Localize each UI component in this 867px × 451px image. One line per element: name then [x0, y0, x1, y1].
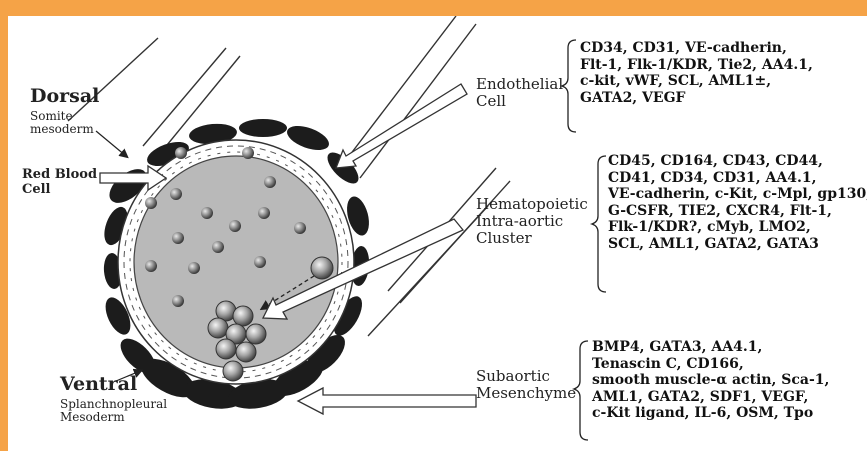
endothelial-cell-line: Cell [476, 93, 563, 110]
somite-mesoderm-label: Somite mesoderm [30, 110, 94, 137]
marker-line: GATA2, VEGF [580, 90, 813, 107]
red-blood-cell-label: Red Blood Cell [22, 168, 97, 197]
hematopoietic-cluster-line: Intra-aortic [476, 213, 588, 230]
hematopoietic-cluster-label: Hematopoietic Intra-aortic Cluster [476, 196, 588, 246]
red-blood-cell-line: Red Blood [22, 168, 97, 183]
ventral-label: Ventral [60, 374, 137, 395]
dorsal-label: Dorsal [30, 86, 99, 107]
marker-line: c-Kit ligand, IL-6, OSM, Tpo [592, 405, 829, 422]
mesenchyme-arrow [298, 388, 476, 414]
splanchnopleural-mesoderm-line: Mesoderm [60, 411, 167, 424]
subaortic-mesenchyme-line: Subaortic [476, 368, 576, 385]
marker-line: CD34, CD31, VE-cadherin, [580, 40, 813, 57]
subaortic-mesenchyme-label: Subaortic Mesenchyme [476, 368, 576, 402]
red-blood-cell-line: Cell [22, 183, 97, 198]
endothelial-cell-line: Endothelial [476, 76, 563, 93]
marker-line: c-kit, vWF, SCL, AML1±, [580, 73, 813, 90]
endothelial-cell-label: Endothelial Cell [476, 76, 563, 110]
somite-mesoderm-line: mesoderm [30, 123, 94, 136]
splanchnopleural-mesoderm-label: Splanchnopleural Mesoderm [60, 398, 167, 425]
somite-mesoderm-line: Somite [30, 110, 94, 123]
hematopoietic-cluster-line: Cluster [476, 230, 588, 247]
marker-line: Flt-1, Flk-1/KDR, Tie2, AA4.1, [580, 57, 813, 74]
hematopoietic-cluster-line: Hematopoietic [476, 196, 588, 213]
endothelial-arrow [336, 84, 467, 168]
subaortic-mesenchyme-line: Mesenchyme [476, 385, 576, 402]
marker-line: CD41, CD34, CD31, AA4.1, [608, 170, 867, 187]
marker-line: AML1, GATA2, SDF1, VEGF, [592, 389, 829, 406]
diagram-frame: Dorsal Somite mesoderm Red Blood Cell Ve… [8, 16, 867, 451]
splanchnopleural-mesoderm-line: Splanchnopleural [60, 398, 167, 411]
marker-line: Flk-1/KDR?, cMyb, LMO2, [608, 219, 867, 236]
marker-line: Tenascin C, CD166, [592, 356, 829, 373]
endothelial-markers: CD34, CD31, VE-cadherin, Flt-1, Flk-1/KD… [580, 40, 813, 106]
marker-line: BMP4, GATA3, AA4.1, [592, 339, 829, 356]
hematopoietic-markers: CD45, CD164, CD43, CD44, CD41, CD34, CD3… [608, 153, 867, 252]
marker-line: CD45, CD164, CD43, CD44, [608, 153, 867, 170]
marker-line: SCL, AML1, GATA2, GATA3 [608, 236, 867, 253]
marker-line: VE-cadherin, c-Kit, c-Mpl, gp130, [608, 186, 867, 203]
marker-line: G-CSFR, TIE2, CXCR4, Flt-1, [608, 203, 867, 220]
marker-line: smooth muscle-α actin, Sca-1, [592, 372, 829, 389]
mesenchyme-markers: BMP4, GATA3, AA4.1, Tenascin C, CD166, s… [592, 339, 829, 422]
dorsal-pointer [96, 131, 126, 156]
